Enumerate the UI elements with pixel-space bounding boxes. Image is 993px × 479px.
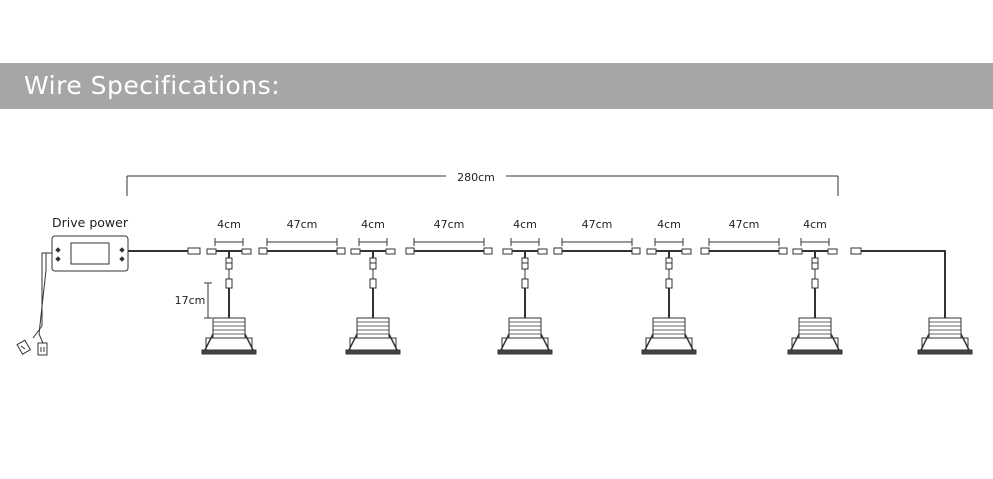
extension-cable: 47cm — [258, 218, 346, 255]
connector-group: 4cm 4cm 4cm 4cm 4cm — [206, 218, 838, 270]
header-banner: Wire Specifications: — [0, 63, 993, 109]
power-cord — [16, 252, 52, 356]
y-connector: 4cm — [206, 218, 252, 270]
downlight — [201, 269, 257, 355]
extension-length-label: 47cm — [729, 218, 760, 231]
connector-length-label: 4cm — [803, 218, 827, 231]
y-connector: 4cm — [792, 218, 838, 270]
extension-cable: 47cm — [405, 218, 493, 255]
total-length-dimension: 280cm — [126, 171, 839, 196]
extension-cable: 47cm — [700, 218, 788, 255]
extension-length-label: 47cm — [434, 218, 465, 231]
downlight — [641, 269, 697, 355]
drive-power-label: Drive power — [52, 215, 129, 230]
extension-cable: 47cm — [553, 218, 641, 255]
connector-length-label: 4cm — [361, 218, 385, 231]
page-title: Wire Specifications: — [24, 71, 281, 100]
y-connector: 4cm — [646, 218, 692, 270]
downlight — [497, 269, 553, 355]
drop-length-dimension: 17cm — [175, 282, 212, 319]
drive-power-unit — [51, 235, 201, 272]
y-connector: 4cm — [350, 218, 396, 270]
extension-length-label: 47cm — [582, 218, 613, 231]
y-connector: 4cm — [502, 218, 548, 270]
end-lead — [850, 247, 946, 318]
downlight — [787, 269, 843, 355]
downlight — [345, 269, 401, 355]
downlight — [917, 317, 973, 355]
connector-length-label: 4cm — [217, 218, 241, 231]
total-length-label: 280cm — [457, 171, 495, 184]
connector-length-label: 4cm — [657, 218, 681, 231]
drop-length-label: 17cm — [175, 294, 206, 307]
downlight-group — [201, 269, 973, 355]
extension-group: 47cm 47cm 47cm 47cm — [258, 218, 788, 255]
extension-length-label: 47cm — [287, 218, 318, 231]
connector-length-label: 4cm — [513, 218, 537, 231]
